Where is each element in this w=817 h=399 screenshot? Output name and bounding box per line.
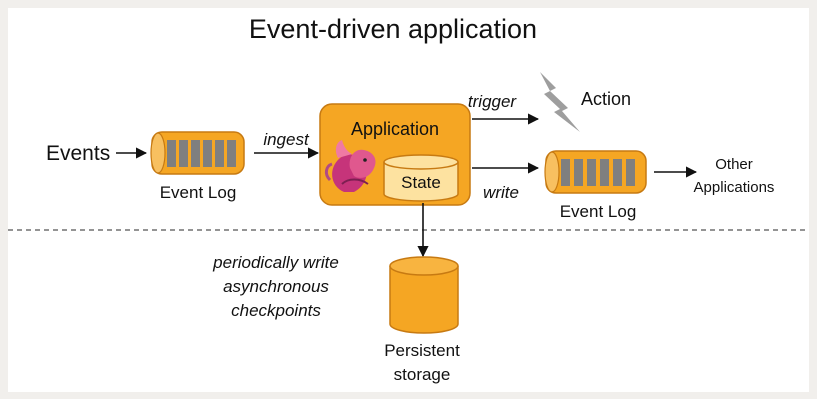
events-label: Events xyxy=(46,142,110,165)
persistent-storage-cylinder xyxy=(389,256,459,334)
checkpoint-caption-line2: asynchronous xyxy=(223,277,329,296)
state-label: State xyxy=(401,173,441,192)
write-label: write xyxy=(483,183,519,202)
persistent-storage-label-line2: storage xyxy=(394,365,451,384)
application-label: Application xyxy=(351,119,439,139)
ingest-label: ingest xyxy=(263,130,310,149)
trigger-label: trigger xyxy=(468,92,518,111)
event-log-left xyxy=(150,131,245,175)
event-log-right-label: Event Log xyxy=(560,202,637,221)
lightning-icon xyxy=(540,72,580,132)
other-apps-label-line1: Other xyxy=(715,156,753,173)
event-log-left-label: Event Log xyxy=(160,183,237,202)
event-driven-diagram: Event-driven application Events Event Lo… xyxy=(8,14,809,384)
state-cylinder xyxy=(383,154,459,202)
persistent-storage-label-line1: Persistent xyxy=(384,341,460,360)
checkpoint-caption-line1: periodically write xyxy=(212,253,339,272)
other-apps-label-line2: Applications xyxy=(694,179,775,196)
diagram-title: Event-driven application xyxy=(249,14,537,44)
action-label: Action xyxy=(581,89,631,109)
squirrel-logo-icon xyxy=(324,140,376,192)
checkpoint-caption-line3: checkpoints xyxy=(231,301,321,320)
diagram-canvas: Event-driven application Events Event Lo… xyxy=(8,8,809,392)
event-log-right xyxy=(544,150,647,194)
